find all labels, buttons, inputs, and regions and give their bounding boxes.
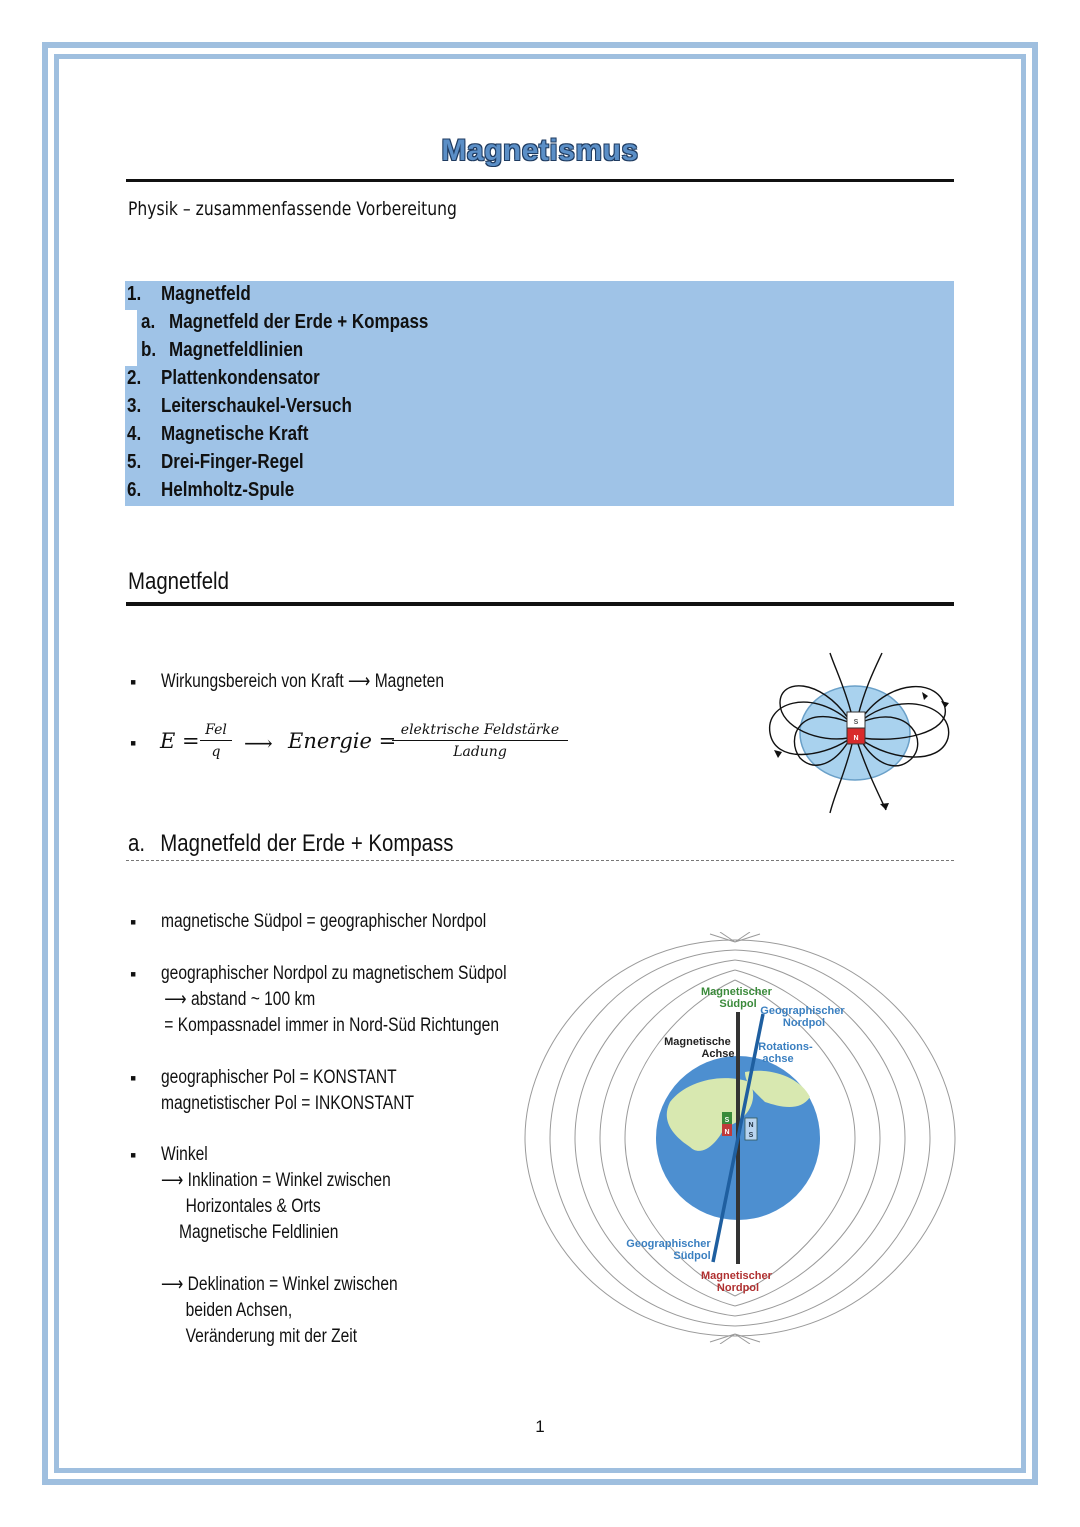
bullet-icon: ▪ [130, 733, 137, 753]
earth-field-lines [524, 932, 956, 1344]
page-border-inner [54, 54, 1026, 1473]
field-arrows [774, 692, 949, 810]
fraction-field-charge: Fel q [200, 722, 232, 760]
label-magnetische-achse: Magnetische Achse [664, 1036, 734, 1060]
toc-item: 3.Leiterschaukel-Versuch [127, 395, 352, 417]
bullet-icon: ▪ [130, 672, 137, 692]
bullet-text: magnetische Südpol = geographischer Nord… [161, 911, 487, 932]
bullet-icon: ▪ [130, 964, 137, 984]
toc-item: 6.Helmholtz-Spule [127, 479, 295, 501]
label-geographischer-nordpol: Geographischer Nordpol [760, 1005, 847, 1029]
bullet-text: geographischer Pol = KONSTANT magnetisti… [161, 1067, 414, 1114]
fraction-energy: elektrische Feldstärke Ladung [392, 722, 568, 760]
earth-land-eurasia [745, 1070, 810, 1107]
toc-item: 2.Plattenkondensator [127, 367, 320, 389]
section-rule [126, 602, 954, 606]
earth-magnetic-field-diagram: S N N S Magnetischer Südpol Geographisch… [524, 932, 956, 1344]
title-rule [126, 179, 954, 182]
section-heading-erde: a.Magnetfeld der Erde + Kompass [128, 830, 454, 857]
magnet-north-pole [846, 727, 866, 745]
toc-item: 5.Drei-Finger-Regel [127, 451, 304, 473]
formula-lhs: E = [160, 729, 200, 753]
label-magnetischer-suedpol: Magnetischer Südpol [701, 986, 775, 1010]
label-geographischer-suedpol: Geographischer Südpol [626, 1238, 713, 1262]
toc-item: 1.Magnetfeld [127, 283, 251, 305]
bullet-text: Wirkungsbereich von Kraft ⟶ Magneten [161, 671, 445, 692]
bullet-icon: ▪ [130, 1145, 137, 1165]
formula-rhs-label: Energie = [288, 729, 397, 753]
bullet-icon: ▪ [130, 1068, 137, 1088]
compass-needle-south [722, 1112, 732, 1124]
svg-text:S: S [725, 1117, 730, 1124]
toc-item: 4.Magnetische Kraft [127, 423, 309, 445]
document-subtitle: Physik – zusammenfassende Vorbereitung [128, 198, 457, 220]
earth-land-africa [666, 1078, 754, 1151]
bullet-text: Winkel ⟶ Inklination = Winkel zwischen H… [161, 1144, 398, 1347]
field-lines [769, 652, 950, 814]
bullet-icon: ▪ [130, 912, 137, 932]
compass-bar-magnet [744, 1117, 758, 1141]
compass-needle-north [722, 1124, 732, 1136]
label-magnetischer-nordpol: Magnetischer Nordpol [701, 1270, 775, 1294]
bullet-text: geographischer Nordpol zu magnetischem S… [161, 963, 507, 1036]
magnet-label-s: S [854, 719, 859, 726]
label-rotationsachse: Rotations- achse [758, 1041, 815, 1065]
toc-item: b.Magnetfeldlinien [141, 339, 304, 361]
section-dotted-rule [126, 860, 954, 861]
toc-item: a.Magnetfeld der Erde + Kompass [141, 311, 429, 333]
page-number: 1 [535, 1417, 545, 1436]
page-border-outer [42, 42, 1038, 1485]
svg-text:S: S [749, 1132, 754, 1139]
section-heading-magnetfeld: Magnetfeld [128, 568, 229, 595]
table-of-contents: 1.Magnetfeld a.Magnetfeld der Erde + Kom… [125, 281, 954, 506]
magnetic-axis-line [711, 1013, 765, 1263]
document-title: Magnetismus [441, 134, 639, 167]
formula-arrow: ⟶ [244, 731, 273, 755]
svg-text:N: N [748, 1122, 753, 1129]
bar-magnet-field-diagram: S N [769, 652, 950, 814]
magnet-label-n: N [853, 735, 858, 742]
toc-sub-indent [125, 310, 137, 366]
svg-text:N: N [724, 1129, 729, 1136]
